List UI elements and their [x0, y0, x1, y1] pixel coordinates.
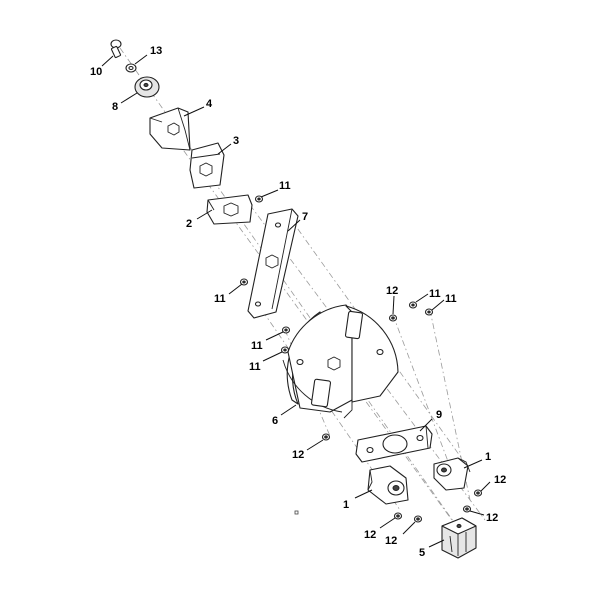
nut-part-12-bottom-b — [413, 515, 423, 523]
plate-part-9 — [355, 425, 433, 463]
callout-1-left: 1 — [343, 499, 349, 511]
washer-part-11-upper — [254, 195, 264, 203]
nut-part-12-left — [321, 433, 331, 441]
washer-part-11-right-a — [408, 301, 418, 309]
nut-part-12-top — [388, 314, 398, 322]
flange-nut-part-8 — [134, 76, 160, 98]
cutter-disc-part-6 — [282, 304, 399, 419]
nut-part-12-right-b — [462, 505, 472, 513]
callout-2: 2 — [186, 218, 192, 230]
bracket-part-1-left — [367, 465, 409, 505]
callout-11-right-a: 11 — [429, 288, 441, 300]
callout-11-upper: 11 — [279, 180, 291, 192]
screw-part-10 — [110, 39, 122, 59]
callout-5: 5 — [419, 547, 425, 559]
bracket-part-1-right — [433, 457, 471, 491]
bracket-part-4 — [149, 107, 191, 151]
callout-12-right-a: 12 — [494, 474, 506, 486]
hub-part-5 — [441, 517, 477, 559]
callout-13: 13 — [150, 45, 162, 57]
nut-part-12-bottom-a — [393, 512, 403, 520]
callout-11-disc-a: 11 — [251, 340, 263, 352]
callout-12-top: 12 — [386, 285, 398, 297]
callout-labels: 10 13 8 4 3 11 2 7 11 12 11 11 11 11 6 9… — [90, 45, 506, 559]
callout-11-blade: 11 — [214, 293, 226, 305]
bracket-part-2 — [206, 194, 253, 225]
washer-part-13 — [125, 63, 137, 73]
callout-4: 4 — [206, 98, 213, 110]
callout-11-disc-b: 11 — [249, 361, 261, 373]
washer-part-11-disc-b — [280, 346, 290, 354]
nut-part-12-right-a — [473, 489, 483, 497]
bracket-part-3 — [189, 142, 225, 189]
reference-mark — [294, 510, 299, 515]
callout-11-right-b: 11 — [445, 293, 457, 305]
blade-part-7 — [247, 208, 299, 319]
callout-10: 10 — [90, 66, 102, 78]
washer-part-11-blade — [239, 278, 249, 286]
washer-part-11-right-b — [424, 308, 434, 316]
callout-9: 9 — [436, 409, 442, 421]
callout-3: 3 — [233, 135, 239, 147]
washer-part-11-disc-a — [281, 326, 291, 334]
callout-12-right-b: 12 — [486, 512, 498, 524]
callout-12-bottom-a: 12 — [364, 529, 376, 541]
callout-7: 7 — [302, 211, 308, 223]
callout-6: 6 — [272, 415, 278, 427]
callout-12-left: 12 — [292, 449, 304, 461]
callout-12-bottom-b: 12 — [385, 535, 397, 547]
callout-leaders — [101, 54, 491, 548]
callout-1-right: 1 — [485, 451, 491, 463]
callout-8: 8 — [112, 101, 118, 113]
